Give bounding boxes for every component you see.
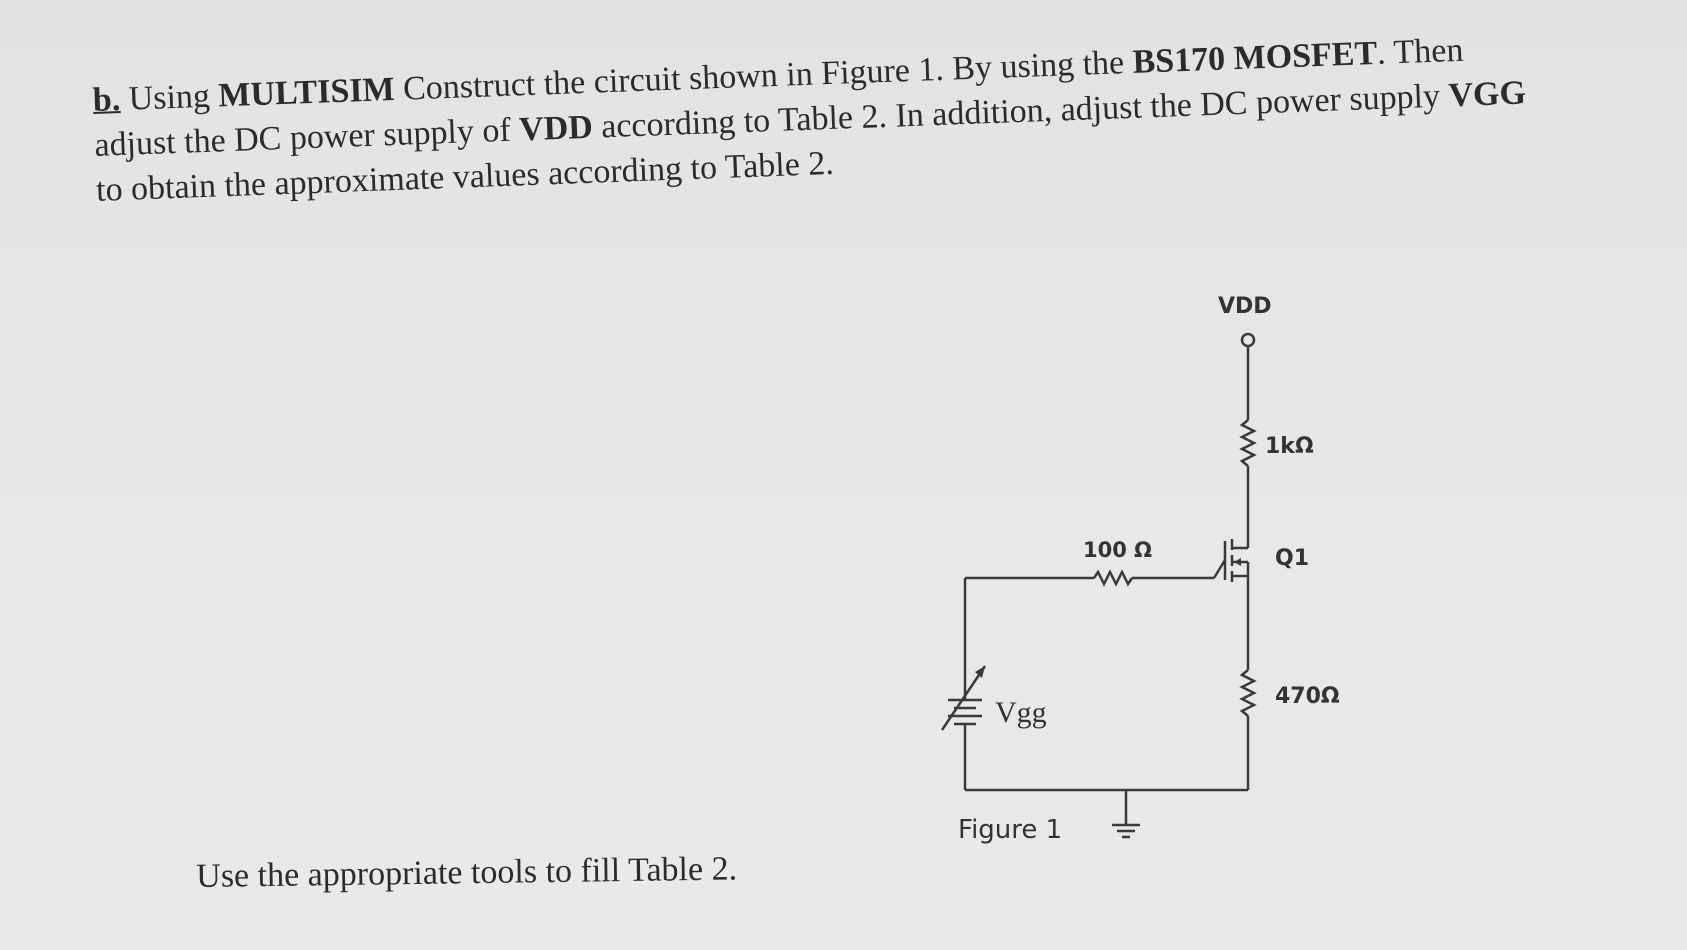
mosfet-q1-icon (1223, 539, 1250, 582)
variable-battery-icon (940, 665, 987, 731)
vdd-label: VDD (1218, 294, 1272, 319)
ground-icon (1112, 823, 1140, 839)
rs-label: 470Ω (1275, 684, 1340, 709)
q1-label: Q1 (1275, 546, 1309, 571)
footer-instruction: Use the appropriate tools to fill Table … (196, 850, 738, 895)
vdd-terminal-icon (1240, 332, 1256, 348)
resistor-1k-icon (1239, 419, 1257, 467)
rd-label: 1kΩ (1265, 434, 1314, 459)
resistor-100-icon (1092, 569, 1134, 587)
rg-label: 100 Ω (1083, 538, 1152, 562)
resistor-470-icon (1239, 669, 1257, 717)
vgg-label: Vgg (995, 696, 1047, 729)
wire-gate-lead (1212, 559, 1227, 579)
figure-caption: Figure 1 (958, 815, 1062, 845)
